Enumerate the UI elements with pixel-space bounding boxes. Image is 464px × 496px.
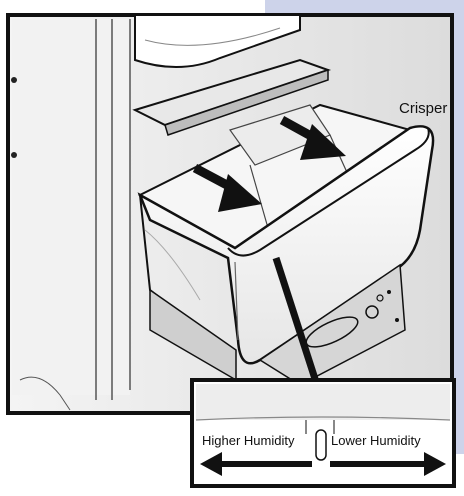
lower-humidity-label: Lower Humidity: [331, 433, 421, 448]
higher-humidity-label: Higher Humidity: [202, 433, 294, 448]
humidity-slider: [316, 430, 326, 460]
background-tint-top: [265, 0, 464, 14]
crisper-label: Crisper: [399, 100, 447, 117]
